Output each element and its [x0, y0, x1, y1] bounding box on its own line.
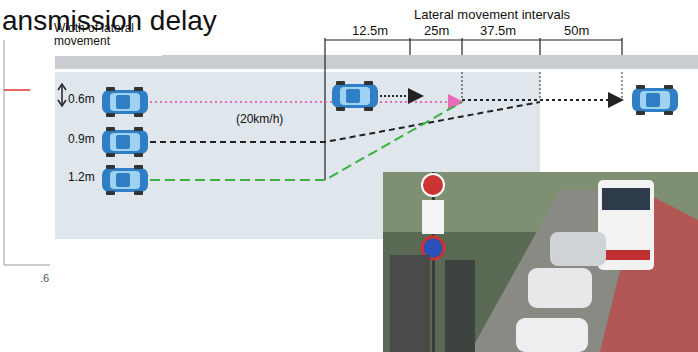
interval-dimension: 37.5m [480, 24, 516, 38]
interval-dimension: 50m [564, 24, 589, 38]
interval-dimension: 12.5m [352, 24, 388, 38]
interval-dimension: 25m [424, 24, 449, 38]
interval-heading: Lateral movement intervals [414, 8, 570, 22]
speed-note: (20km/h) [236, 113, 283, 126]
width-value: 1.2m [68, 171, 95, 184]
width-heading: Width of lateral movement [54, 22, 159, 48]
width-value: 0.9m [68, 133, 95, 146]
axis-tick: .6 [40, 272, 49, 284]
width-value: 0.6m [68, 93, 95, 106]
